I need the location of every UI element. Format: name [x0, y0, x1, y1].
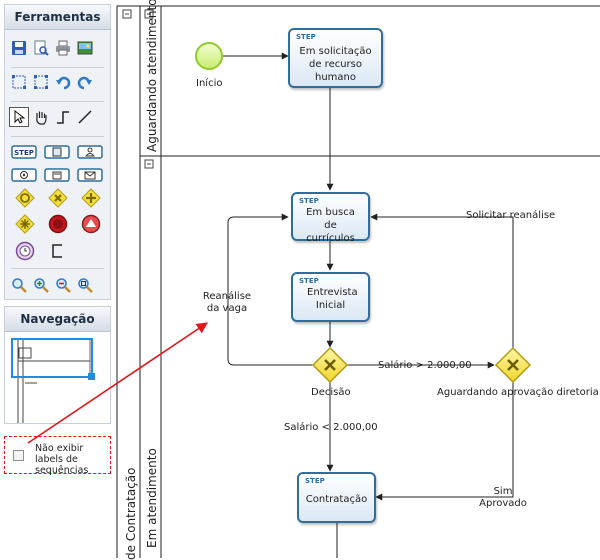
gateway-decision-label: Decisão: [311, 387, 351, 398]
flow-salary-high-label: Salário > 2.000,00: [378, 360, 472, 371]
print-icon[interactable]: [53, 38, 73, 58]
task-interview-label: Entrevista Inicial: [307, 287, 358, 311]
redo-icon[interactable]: [75, 72, 95, 92]
pool-title: de Contratação: [124, 467, 138, 560]
annotation-arrow: [27, 322, 208, 444]
user-task-icon[interactable]: [76, 142, 104, 162]
zoom-fit-icon[interactable]: [75, 275, 95, 295]
step-task-icon[interactable]: STEP: [10, 142, 38, 162]
gateway-parallel-icon[interactable]: [81, 188, 101, 208]
zoom-icon[interactable]: [9, 275, 29, 295]
pool-border: [116, 5, 600, 558]
task-hire-tag: STEP: [305, 477, 325, 485]
elbow-connector-icon[interactable]: [53, 107, 73, 127]
group-icon[interactable]: [31, 72, 51, 92]
flow-reanalysis-request[interactable]: [370, 213, 514, 349]
flow-salary-low-label: Salário < 2.000,00: [284, 422, 378, 433]
start-event-label: Início: [196, 78, 223, 89]
navigation-minimap[interactable]: [5, 331, 110, 423]
select-all-icon[interactable]: [9, 72, 29, 92]
tools-panel: Ferramentas STEP: [4, 4, 111, 300]
task-request[interactable]: STEP Em solicitação de recurso humano: [288, 28, 383, 88]
tools-panel-title: Ferramentas: [5, 5, 110, 30]
gateway-approval[interactable]: [494, 346, 532, 384]
hide-labels-checkbox[interactable]: [13, 450, 24, 461]
hide-labels-option: [4, 436, 111, 474]
flow-reanalysis-request-label: Solicitar reanálise: [466, 210, 556, 221]
lane-title-waiting: Aguardando atendimento: [145, 0, 159, 152]
navigation-viewport[interactable]: [11, 338, 93, 378]
start-event[interactable]: [195, 42, 223, 70]
image-icon[interactable]: [75, 38, 95, 58]
annotation-icon[interactable]: [48, 241, 68, 261]
gateway-inclusive-icon[interactable]: [15, 188, 35, 208]
zoom-out-icon[interactable]: [53, 275, 73, 295]
service-task-icon[interactable]: [10, 165, 38, 185]
lane-title-attending: Em atendimento: [145, 448, 159, 548]
task-hire[interactable]: STEP Contratação: [297, 472, 376, 523]
gateway-complex-icon[interactable]: [15, 214, 35, 234]
task-interview-tag: STEP: [299, 277, 319, 285]
flow-approved[interactable]: [375, 382, 514, 501]
preview-icon[interactable]: [31, 38, 51, 58]
task-search-tag: STEP: [299, 197, 319, 205]
navigation-panel-title: Navegação: [5, 307, 110, 332]
navigation-viewport-handle[interactable]: [88, 373, 95, 380]
task-hire-label: Contratação: [305, 494, 368, 505]
pointer-icon[interactable]: [9, 107, 29, 127]
undo-icon[interactable]: [53, 72, 73, 92]
gateway-decision[interactable]: [311, 346, 349, 384]
script-task-icon[interactable]: [43, 142, 71, 162]
gateway-exclusive-icon[interactable]: [48, 188, 68, 208]
save-icon[interactable]: [9, 38, 29, 58]
flow-reanalysis-vacancy-label: Reanálise da vaga: [202, 291, 252, 314]
hide-labels-text: Não exibir labels de sequências: [35, 443, 89, 476]
end-event-icon[interactable]: [48, 214, 68, 234]
task-search[interactable]: STEP Em busca de currículos: [291, 192, 370, 244]
flow-reanalysis-vacancy[interactable]: [227, 213, 313, 366]
error-event-icon[interactable]: [81, 214, 101, 234]
task-request-tag: STEP: [296, 33, 316, 41]
gateway-approval-label: Aguardando aprovação diretoria: [437, 387, 599, 398]
task-search-label: Em busca de currículos: [306, 207, 355, 244]
hand-icon[interactable]: [31, 107, 51, 127]
step-task-icon-label: STEP: [14, 149, 34, 157]
task-request-label: Em solicitação de recurso humano: [299, 46, 372, 83]
task-interview[interactable]: STEP Entrevista Inicial: [291, 272, 370, 322]
timer-event-icon[interactable]: [15, 241, 35, 261]
line-connector-icon[interactable]: [75, 107, 95, 127]
flow-approved-label: Sim Aprovado: [479, 486, 527, 509]
zoom-in-icon[interactable]: [31, 275, 51, 295]
message-task-icon[interactable]: [76, 165, 104, 185]
manual-task-icon[interactable]: [43, 165, 71, 185]
